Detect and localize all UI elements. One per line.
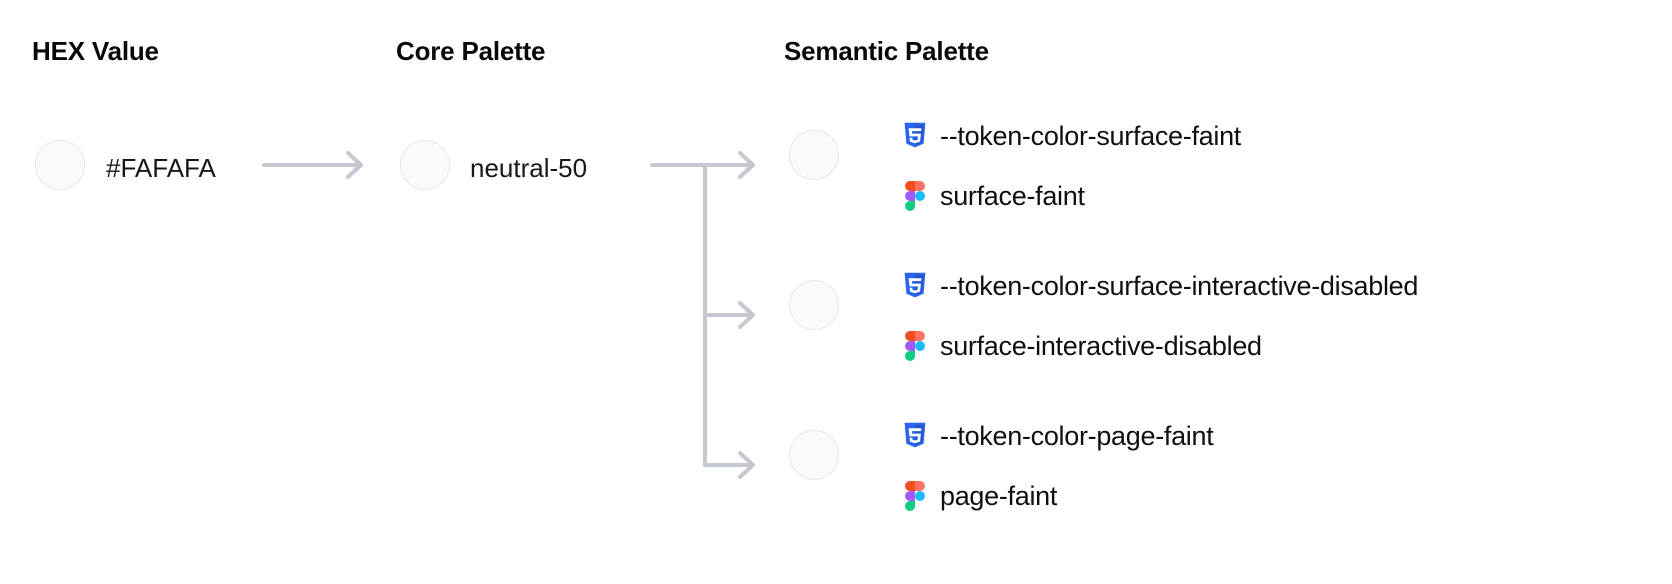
css-token-line: --token-color-surface-interactive-disabl… [902,266,1418,306]
css-token-label: --token-color-surface-interactive-disabl… [940,270,1419,301]
hex-color-swatch [35,140,85,190]
figma-icon [902,181,928,211]
figma-icon [902,331,928,361]
column-header-hex-value: HEX Value [32,36,159,66]
css-token-label: --token-color-page-faint [940,420,1214,451]
core-value-label: neutral-50 [470,153,588,183]
hex-value-label: #FAFAFA [106,153,216,183]
figma-token-line: surface-interactive-disabled [902,326,1418,366]
css3-icon [902,271,928,301]
figma-token-label: surface-interactive-disabled [940,330,1262,361]
figma-token-label: surface-faint [940,180,1085,211]
arrow-hex-to-core-icon [262,148,374,187]
column-header-core-palette: Core Palette [396,36,546,66]
css3-icon [902,121,928,151]
tree-connector-core-to-semantic [648,140,788,485]
column-header-semantic-palette: Semantic Palette [784,36,989,66]
core-color-swatch [400,140,450,190]
figma-token-line: surface-faint [902,176,1241,216]
figma-icon [902,481,928,511]
semantic-color-swatch [789,130,839,180]
figma-token-line: page-faint [902,476,1213,516]
css-token-line: --token-color-page-faint [902,416,1214,456]
css-token-label: --token-color-surface-faint [940,120,1242,151]
figma-token-label: page-faint [940,480,1058,511]
semantic-color-swatch [789,280,839,330]
semantic-color-swatch [789,430,839,480]
css-token-line: --token-color-surface-faint [902,116,1241,156]
css3-icon [902,421,928,451]
